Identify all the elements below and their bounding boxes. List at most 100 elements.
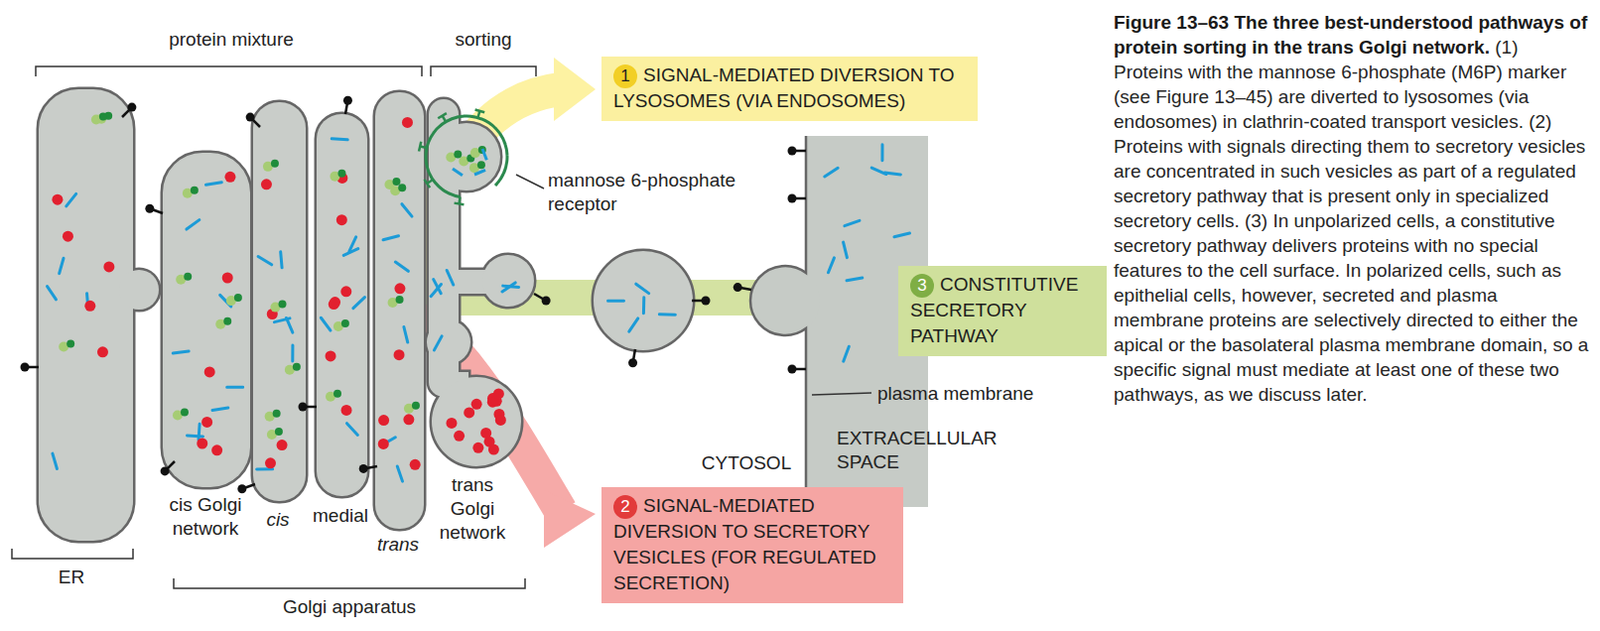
part-label: cis [266,508,289,533]
protein-dot [103,261,115,272]
protein-dot [409,459,421,471]
m6p-marker [190,186,199,195]
figure-caption: Figure 13–63 The three best-understood p… [1113,9,1593,407]
protein-dash [446,269,454,285]
protein-dash [353,297,366,309]
protein-dot [488,444,500,456]
protein-dash [47,286,57,300]
part-label: CYTOSOL [701,451,792,476]
caption-text: (1) Proteins with the mannose 6-phosphat… [1113,36,1589,405]
pathway-box: 1SIGNAL-MEDIATED DIVERSION TO LYSOSOMES … [601,56,978,122]
membrane-protein [788,146,798,156]
protein-dash [212,407,229,411]
protein-dash [827,258,834,273]
protein-dot [222,271,234,283]
illustration-part [162,152,251,488]
protein-dot [480,427,492,439]
illustration-part [426,320,471,365]
illustration-part [553,57,596,122]
membrane-protein [628,358,638,368]
protein-dot [495,414,507,426]
protein-dot [493,388,505,400]
protein-dash [642,297,646,314]
m6p-marker [66,339,75,348]
protein-dash [894,233,911,238]
caption-gap [1489,36,1495,58]
m6p-marker [274,427,283,436]
protein-dot [336,214,348,226]
part-label: cis Golgi network [160,493,251,541]
part-label: trans [377,533,419,557]
callout-number: 3 [910,273,934,298]
protein-dot [401,117,413,129]
protein-dot [402,413,414,425]
m6p-marker [453,149,462,158]
m6p-marker [292,363,301,372]
organelle-outlines [38,89,693,541]
part-label: medial [312,504,369,529]
protein-dash [52,453,58,469]
protein-dash [395,262,408,271]
illustration-part [316,114,368,497]
m6p-marker [396,295,404,304]
part-label: EXTRACELLULAR SPACE [836,426,1006,475]
protein-dash [347,423,359,436]
illustration-part [162,152,251,488]
illustration-part [35,66,422,77]
membrane-protein [246,113,256,123]
protein-dot [51,194,63,206]
illustration-part [811,393,872,396]
illustration-part [482,255,534,307]
membrane-protein [237,484,247,494]
membrane-protein [788,365,798,375]
membrane-protein [160,466,170,476]
protein-dot [261,178,272,190]
m6p-receptor [452,168,463,176]
protein-dash [846,277,863,281]
membrane-protein [541,296,551,306]
pathway-box: 2SIGNAL-MEDIATED DIVERSION TO SECRETORY … [601,487,904,604]
part-label: ER [58,565,85,590]
illustration-part [593,251,693,351]
illustration-part [375,92,424,530]
protein-dash [401,204,412,217]
protein-dash [172,351,189,354]
protein-dot [378,414,390,426]
illustration-part [316,114,368,497]
protein-dot [265,457,276,469]
m6p-marker [333,390,342,399]
protein-dot [62,231,74,243]
m6p-marker [277,300,286,309]
protein-dash [280,252,282,268]
protein-dash [59,258,64,273]
illustration-part [593,251,693,351]
m6p-marker [477,160,486,169]
protein-dash [502,282,516,292]
m6p-marker [223,317,232,326]
protein-dash [186,220,200,230]
protein-dot [196,438,208,450]
protein-dash [843,346,850,362]
part-label: Golgi apparatus [282,595,416,620]
illustration-part [38,89,134,541]
membrane-protein [298,402,308,412]
illustration-part [375,92,424,530]
part-label: trans Golgi network [432,473,513,545]
protein-dash [871,167,887,175]
m6p-marker [392,177,400,186]
protein-dot [84,300,96,312]
protein-dot [394,282,405,294]
m6p-marker [183,272,192,281]
illustration-part [543,490,596,548]
illustration-part [38,89,134,541]
protein-dot [97,346,109,358]
part-label: plasma membrane [877,382,1076,406]
protein-dot [211,444,223,456]
protein-dash [331,138,348,140]
protein-dash [205,182,222,185]
m6p-marker [270,159,279,168]
callout-number: 2 [613,495,638,520]
clathrin-spoke [454,203,465,206]
m6p-marker [180,407,189,416]
protein-dash [844,220,860,226]
